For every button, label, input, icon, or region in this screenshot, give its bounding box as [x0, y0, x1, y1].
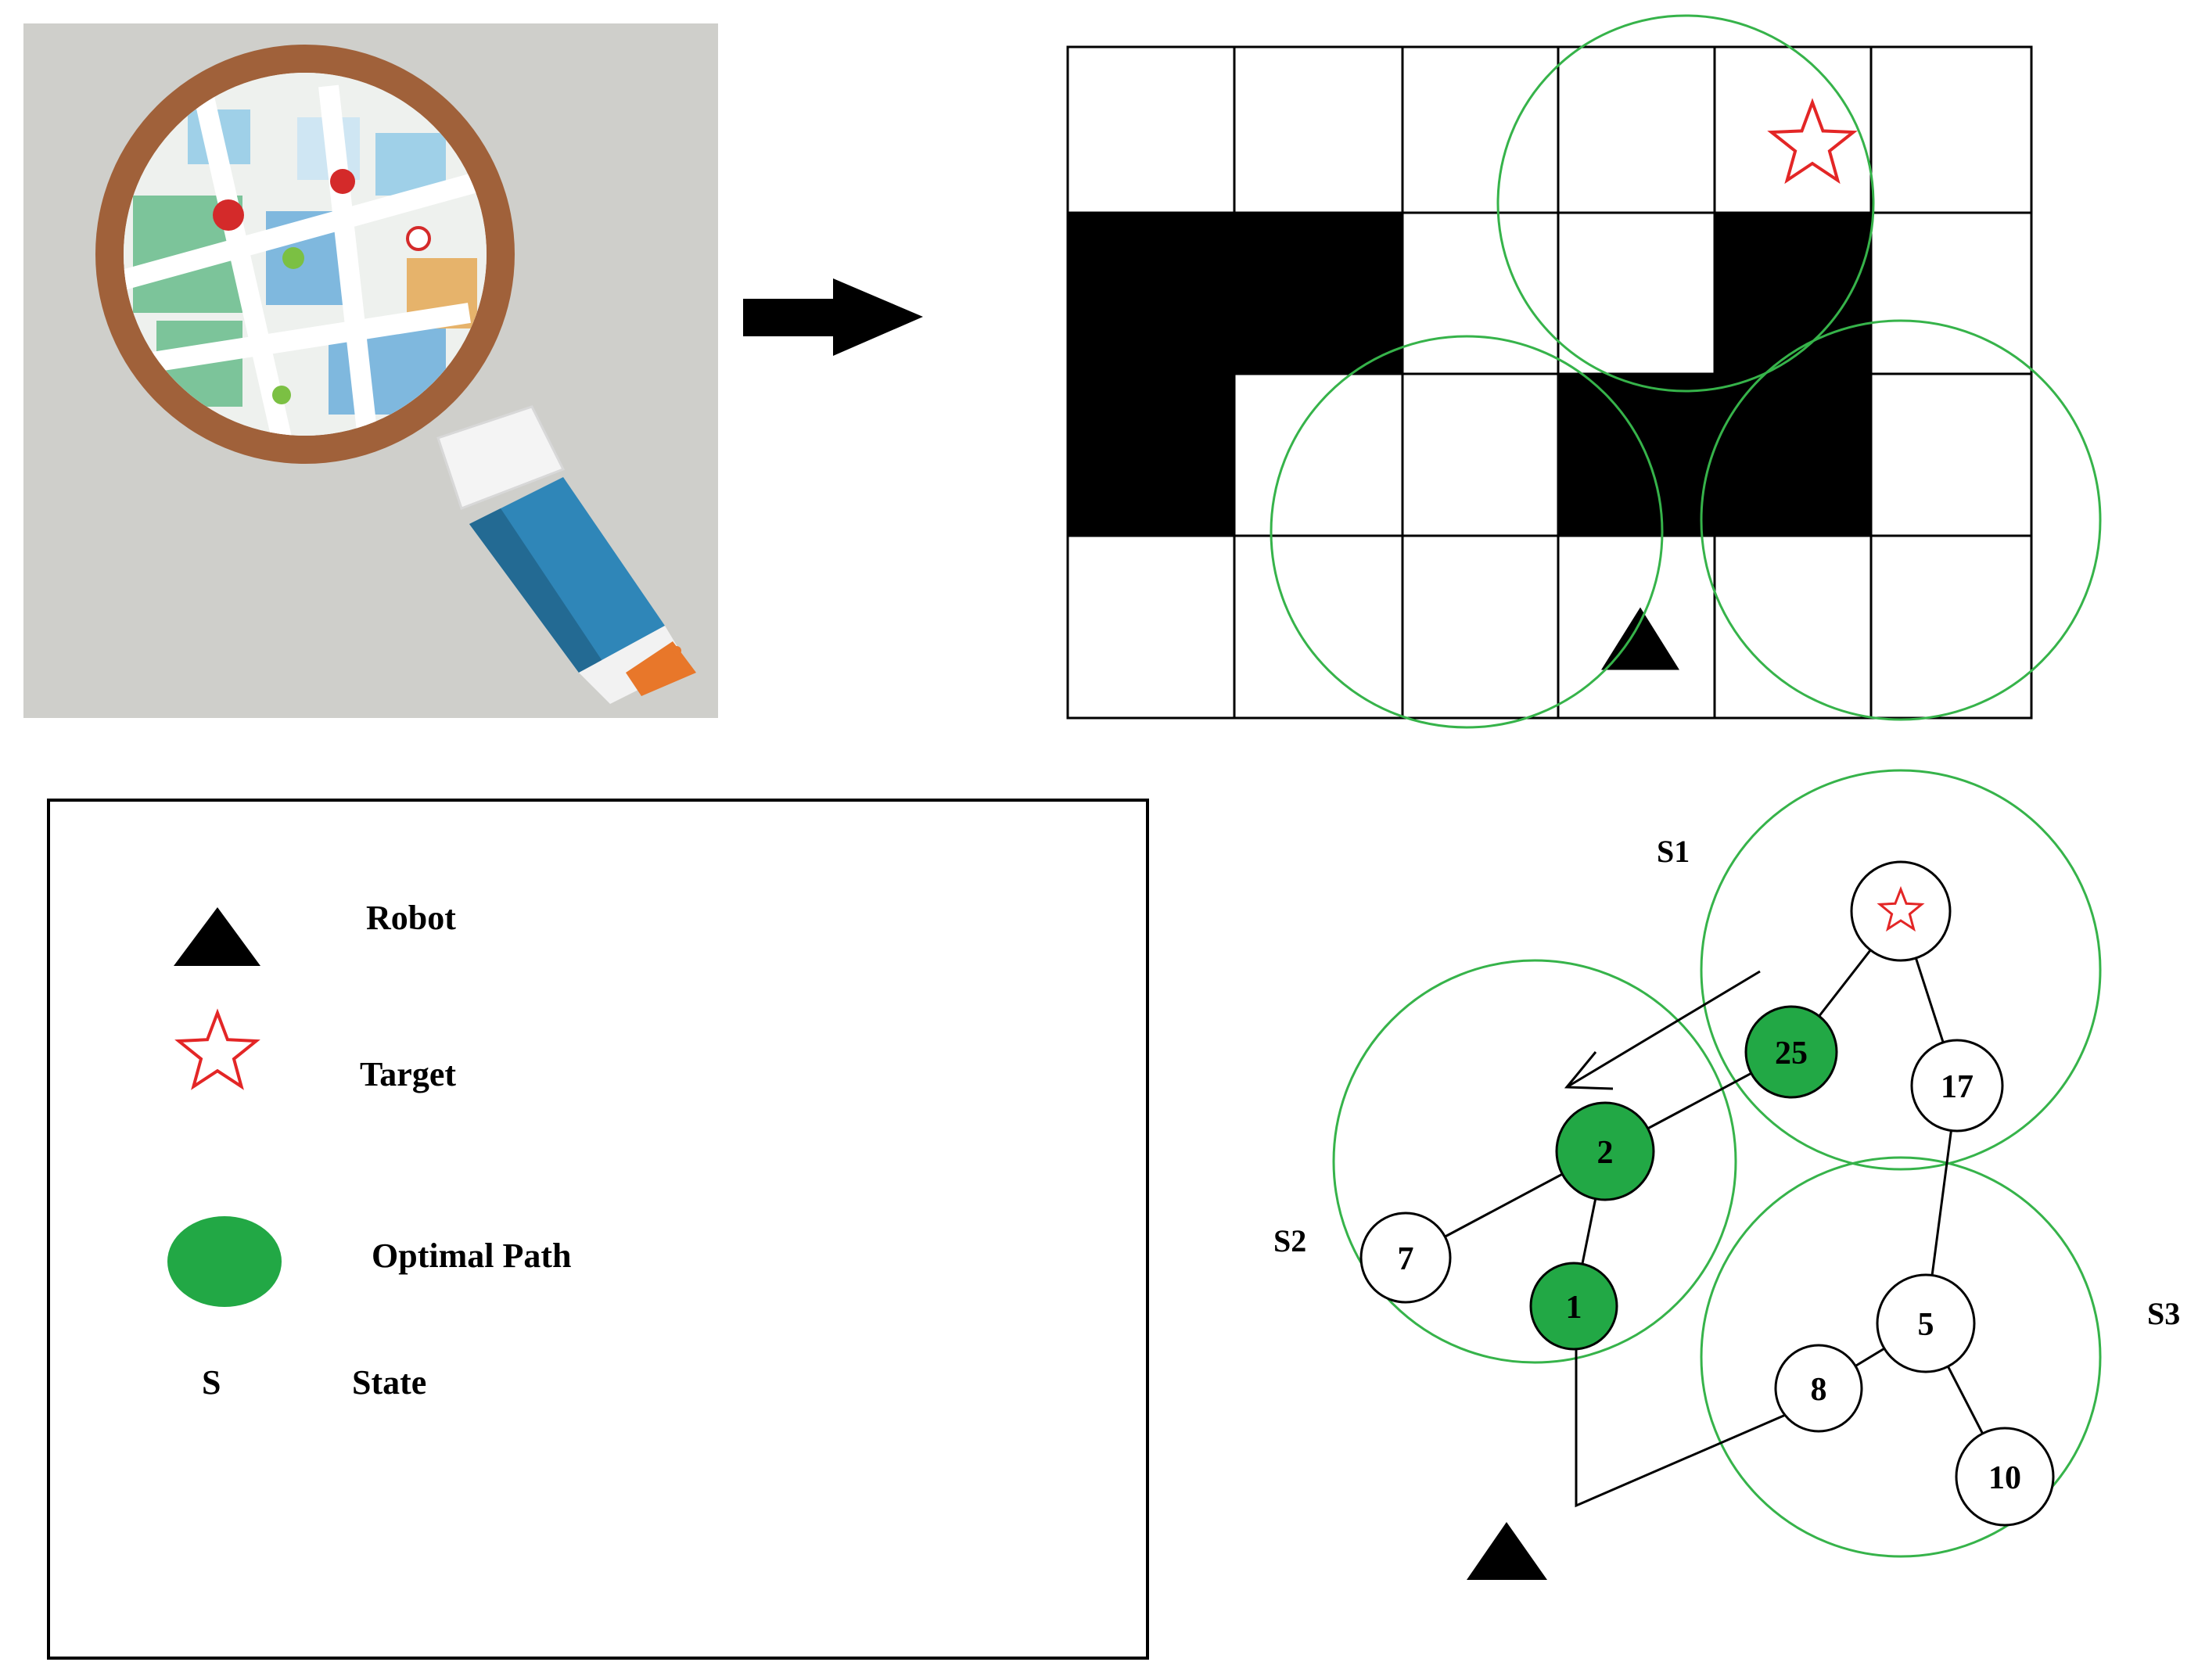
free-cell: [1233, 534, 1404, 720]
tree-node-label: 1: [1566, 1290, 1582, 1326]
legend-label-target: Target: [360, 1055, 456, 1093]
legend-label-state: State: [352, 1363, 426, 1402]
free-cell: [1869, 372, 2033, 537]
star-icon: [174, 1008, 260, 1090]
tree-nodes: 25 17 2 7 1 5 8 10: [1359, 860, 2055, 1527]
legend-label-robot: Robot: [366, 899, 456, 937]
grid-state-circles: [1270, 14, 2102, 729]
legend-symbol-state: S: [202, 1363, 221, 1402]
free-cell: [1557, 211, 1716, 375]
tree-node-label: 7: [1398, 1241, 1414, 1277]
free-cell: [1401, 534, 1560, 720]
state-circle-s1: [1700, 769, 2102, 1171]
grid-state-circle: [1700, 319, 2102, 721]
state-tree: S1 S2 S3 25 17 2 7 1 5 8 10: [1273, 769, 2180, 1580]
legend-label-optimal-path: Optimal Path: [372, 1237, 571, 1275]
legend: Robot Target Optimal Path S State: [47, 799, 1149, 1660]
transform-arrow: [743, 278, 923, 356]
obstacle-cell: [1066, 211, 1236, 375]
obstacle-cell: [1233, 211, 1404, 375]
triangle-icon: [174, 907, 260, 966]
state-circle-s2: [1332, 959, 1737, 1364]
target-node-star-icon: [1877, 885, 1925, 932]
traversal-arrow: [1564, 970, 1761, 1090]
robot-connection-path: [1575, 1349, 1788, 1508]
tree-node: [1955, 1427, 2055, 1527]
tree-node-label: 10: [1988, 1460, 2021, 1496]
free-cell: [1233, 372, 1404, 537]
free-cell: [1869, 45, 2033, 214]
green-dot-icon: [167, 1216, 282, 1307]
obstacle-cell: [1713, 372, 1873, 537]
grid-state-circle: [1270, 335, 1664, 729]
tree-node-label: 17: [1941, 1069, 1974, 1105]
free-cell: [1233, 45, 1404, 214]
state-label-s1: S1: [1657, 834, 1690, 869]
tree-node: [1774, 1344, 1863, 1433]
free-cell: [1869, 211, 2033, 375]
tree-node-label: 5: [1918, 1307, 1934, 1343]
free-cell: [1713, 534, 1873, 720]
map-magnifier-illustration: [23, 23, 718, 718]
state-label-s3: S3: [2147, 1296, 2180, 1331]
tree-node: [1744, 1005, 1838, 1099]
free-cell: [1401, 372, 1560, 537]
tree-node: [1529, 1262, 1618, 1351]
tree-node-label: 25: [1775, 1036, 1808, 1072]
free-cell: [1557, 45, 1716, 214]
robot-triangle-icon: [1467, 1522, 1547, 1580]
tree-node: [1910, 1039, 2004, 1133]
grid-state-circle: [1496, 14, 1875, 393]
tree-node-label: 8: [1811, 1372, 1827, 1408]
free-cell: [1401, 45, 1560, 214]
target-node: [1850, 860, 1952, 962]
obstacle-cell: [1066, 372, 1236, 537]
obstacle-cell: [1713, 211, 1873, 375]
target-star-icon: [1767, 98, 1858, 185]
obstacle-cell: [1557, 372, 1716, 537]
free-cell: [1066, 45, 1236, 214]
free-cell: [1066, 534, 1236, 720]
state-label-s2: S2: [1273, 1223, 1306, 1258]
magnifier-handle: [436, 405, 696, 704]
free-cell: [1869, 534, 2033, 720]
tree-node: [1555, 1101, 1655, 1201]
grid-environment: [1066, 45, 2033, 720]
tree-node-label: 2: [1597, 1135, 1614, 1171]
robot-triangle-icon: [1601, 607, 1679, 670]
tree-node: [1876, 1273, 1976, 1373]
state-circle-s3: [1700, 1156, 2102, 1558]
tree-node: [1359, 1212, 1452, 1304]
